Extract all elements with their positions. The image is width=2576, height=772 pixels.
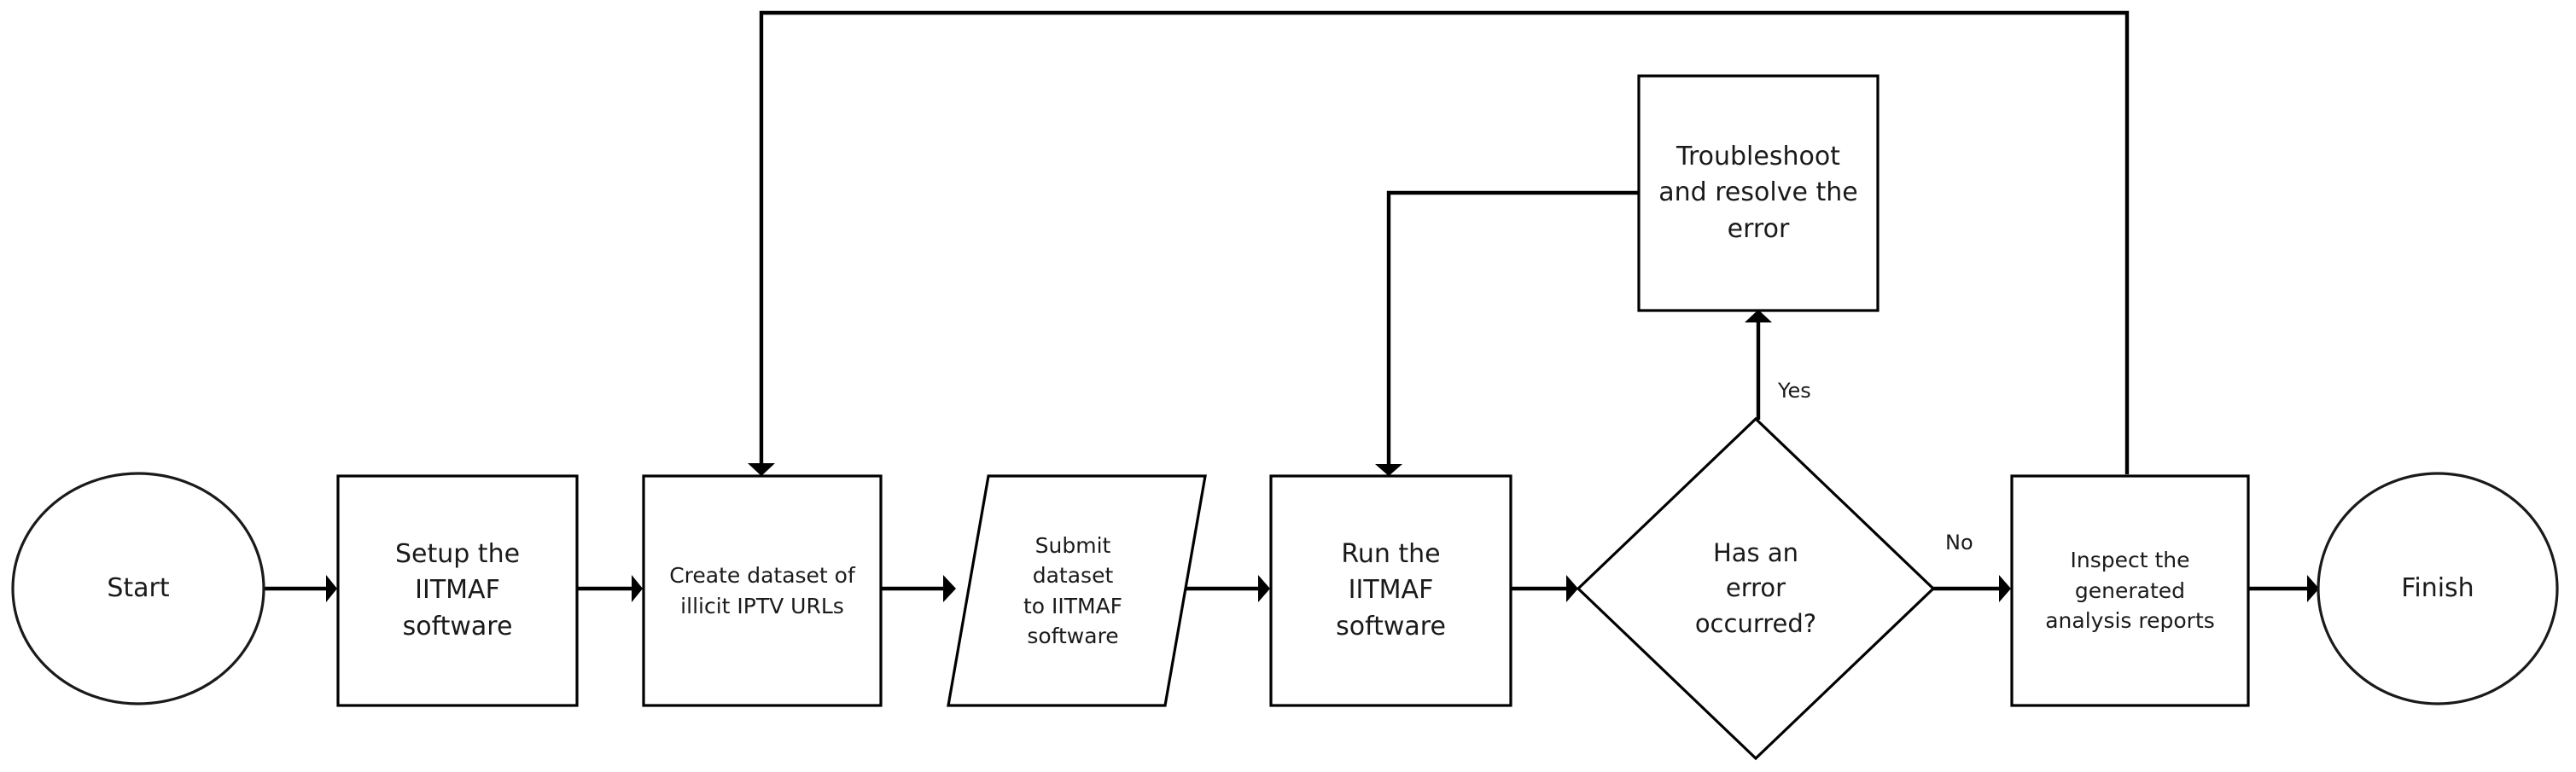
edge-start-to-setup <box>265 575 337 602</box>
edge-decision-to-inspect <box>1933 575 2011 602</box>
edge-troubleshoot-to-run <box>1375 190 1638 476</box>
node-create-dataset[interactable] <box>642 474 883 707</box>
node-setup[interactable] <box>336 474 579 707</box>
edge-inspect-to-finish <box>2247 575 2319 602</box>
node-finish[interactable] <box>2317 472 2559 705</box>
node-start[interactable] <box>11 472 265 705</box>
node-inspect-reports[interactable] <box>2010 474 2250 707</box>
edge-create-to-submit <box>881 575 956 602</box>
edge-run-to-decision <box>1511 575 1578 602</box>
node-submit-dataset[interactable] <box>947 474 1207 707</box>
node-decision-error[interactable] <box>1576 416 1936 761</box>
edge-inspect-to-create <box>748 10 2130 476</box>
node-run-software[interactable] <box>1269 474 1512 707</box>
edge-decision-to-troubleshoot <box>1745 310 1772 420</box>
edge-setup-to-create <box>577 575 643 602</box>
edge-label-yes: Yes <box>1778 379 1811 403</box>
node-troubleshoot[interactable] <box>1637 74 1880 312</box>
edge-submit-to-run <box>1182 575 1270 602</box>
edge-label-no: No <box>1945 531 1973 554</box>
